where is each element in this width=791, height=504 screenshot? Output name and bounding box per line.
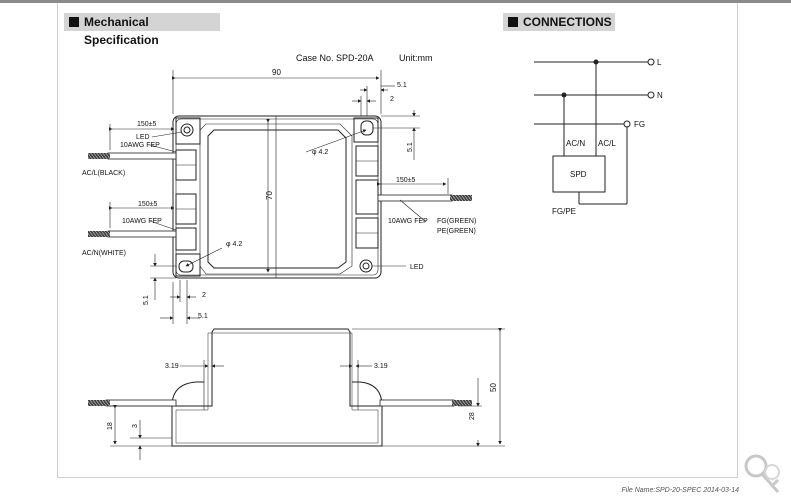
wire-acl — [107, 152, 177, 160]
fg-green-label: FG(GREEN) — [437, 218, 476, 225]
heading-square-icon — [508, 17, 518, 27]
connections-labels: L N FG AC/N AC/L SPD FG/PE — [552, 58, 663, 216]
right-block-2 — [355, 179, 379, 215]
mech-labels: Case No. SPD-20A Unit:mm 90 5.1 2 5.1 70… — [82, 53, 498, 430]
dim-2-top: 2 — [390, 96, 394, 103]
dim-28: 28 — [469, 412, 476, 420]
acl-conn-label: AC/L — [598, 139, 616, 148]
lead-length-1: 150±5 — [137, 121, 157, 128]
connection-dots — [561, 59, 599, 98]
spd-label: SPD — [570, 170, 587, 179]
top-view-dimensions — [109, 70, 449, 324]
led-screw-bottom — [359, 259, 373, 273]
terminal-l-circle — [647, 58, 655, 66]
terminal-fg-circle — [623, 120, 631, 128]
led-screw-bottom-inner — [362, 262, 370, 270]
footer-filename: File Name:SPD-20-SPEC 2014-03-14 — [621, 487, 740, 494]
terminal-n-circle — [647, 91, 655, 99]
strain-relief-left — [171, 381, 204, 407]
mechanical-spec-title: Mechanical Specification — [84, 15, 159, 47]
case-inner-outline — [175, 118, 379, 276]
dim-5-1-bottom: 5.1 — [198, 313, 208, 320]
led-right-label: LED — [410, 264, 424, 271]
side-body-inner — [175, 332, 379, 444]
mount-slot-bottom-left — [178, 260, 194, 273]
led-top-label: LED — [136, 134, 150, 141]
frame-left-border — [57, 3, 58, 478]
unit-label: Unit:mm — [399, 53, 433, 63]
mount-slot-top-right — [360, 120, 374, 136]
mount-ear-top-right — [353, 117, 379, 143]
acl-label: AC/L(BLACK) — [82, 170, 125, 177]
frame-right-border — [737, 3, 738, 478]
lead-length-3: 150±5 — [396, 177, 416, 184]
case-outline — [172, 115, 382, 279]
key-icon — [744, 454, 780, 493]
connections-title: CONNECTIONS — [523, 15, 612, 29]
side-view — [171, 328, 383, 447]
dim-3-19-right: 3.19 — [374, 363, 388, 370]
led-screw-top — [180, 123, 194, 137]
side-view-wires — [88, 399, 472, 407]
dim-18: 18 — [107, 422, 114, 430]
connections-diagram — [534, 58, 655, 205]
terminal-l-label: L — [657, 58, 662, 67]
pe-green-label: PE(GREEN) — [437, 228, 476, 235]
awg-label-1: 10AWG FEP — [120, 142, 160, 149]
hole-top: φ 4.2 — [312, 149, 328, 156]
dim-3-19-left: 3.19 — [165, 363, 179, 370]
mount-ear-bottom-left — [175, 253, 201, 277]
label-area-outer — [199, 123, 353, 275]
fgpe-label: FG/PE — [552, 207, 576, 216]
dim-5-1-side: 5.1 — [407, 142, 414, 152]
terminal-n-label: N — [657, 91, 663, 100]
dim-3: 3 — [132, 424, 139, 428]
awg-label-2: 10AWG FEP — [122, 218, 162, 225]
dim-5-1-bottom-left: 5.1 — [143, 295, 150, 305]
awg-label-3: 10AWG FEP — [388, 218, 428, 225]
top-view-wires — [88, 152, 472, 238]
spd-box — [552, 155, 606, 193]
strain-relief-right — [352, 381, 383, 407]
terminal-fg-label: FG — [634, 120, 645, 129]
wire-acn-strip — [88, 231, 110, 237]
case-no-label: Case No. SPD-20A — [296, 53, 374, 63]
label-area — [207, 129, 347, 269]
dim-50: 50 — [489, 383, 498, 392]
dim-width: 90 — [272, 68, 281, 77]
lead-length-2: 150±5 — [138, 201, 158, 208]
mount-ear-top-left — [175, 117, 201, 145]
wire-fg — [377, 194, 453, 202]
left-block-3 — [175, 227, 197, 251]
wire-fg-strip — [450, 195, 472, 201]
frame-bottom-border — [57, 477, 738, 478]
hole-bottom: φ 4.2 — [226, 241, 242, 248]
side-view-dimensions — [110, 328, 505, 460]
side-body — [171, 328, 383, 447]
wire-acl-strip — [88, 153, 110, 159]
connections-heading: CONNECTIONS — [503, 13, 615, 31]
dim-2-bottom: 2 — [202, 292, 206, 299]
top-view — [172, 115, 382, 279]
acn-label: AC/N(WHITE) — [82, 250, 126, 257]
top-frame-bar — [0, 0, 791, 3]
led-screw-top-inner — [183, 126, 191, 134]
dim-5-1-top: 5.1 — [397, 82, 407, 89]
acn-conn-label: AC/N — [566, 139, 585, 148]
wire-acn — [107, 230, 177, 238]
dim-height: 70 — [265, 191, 274, 200]
heading-square-icon — [69, 17, 79, 27]
mechanical-spec-heading: Mechanical Specification — [64, 13, 220, 47]
